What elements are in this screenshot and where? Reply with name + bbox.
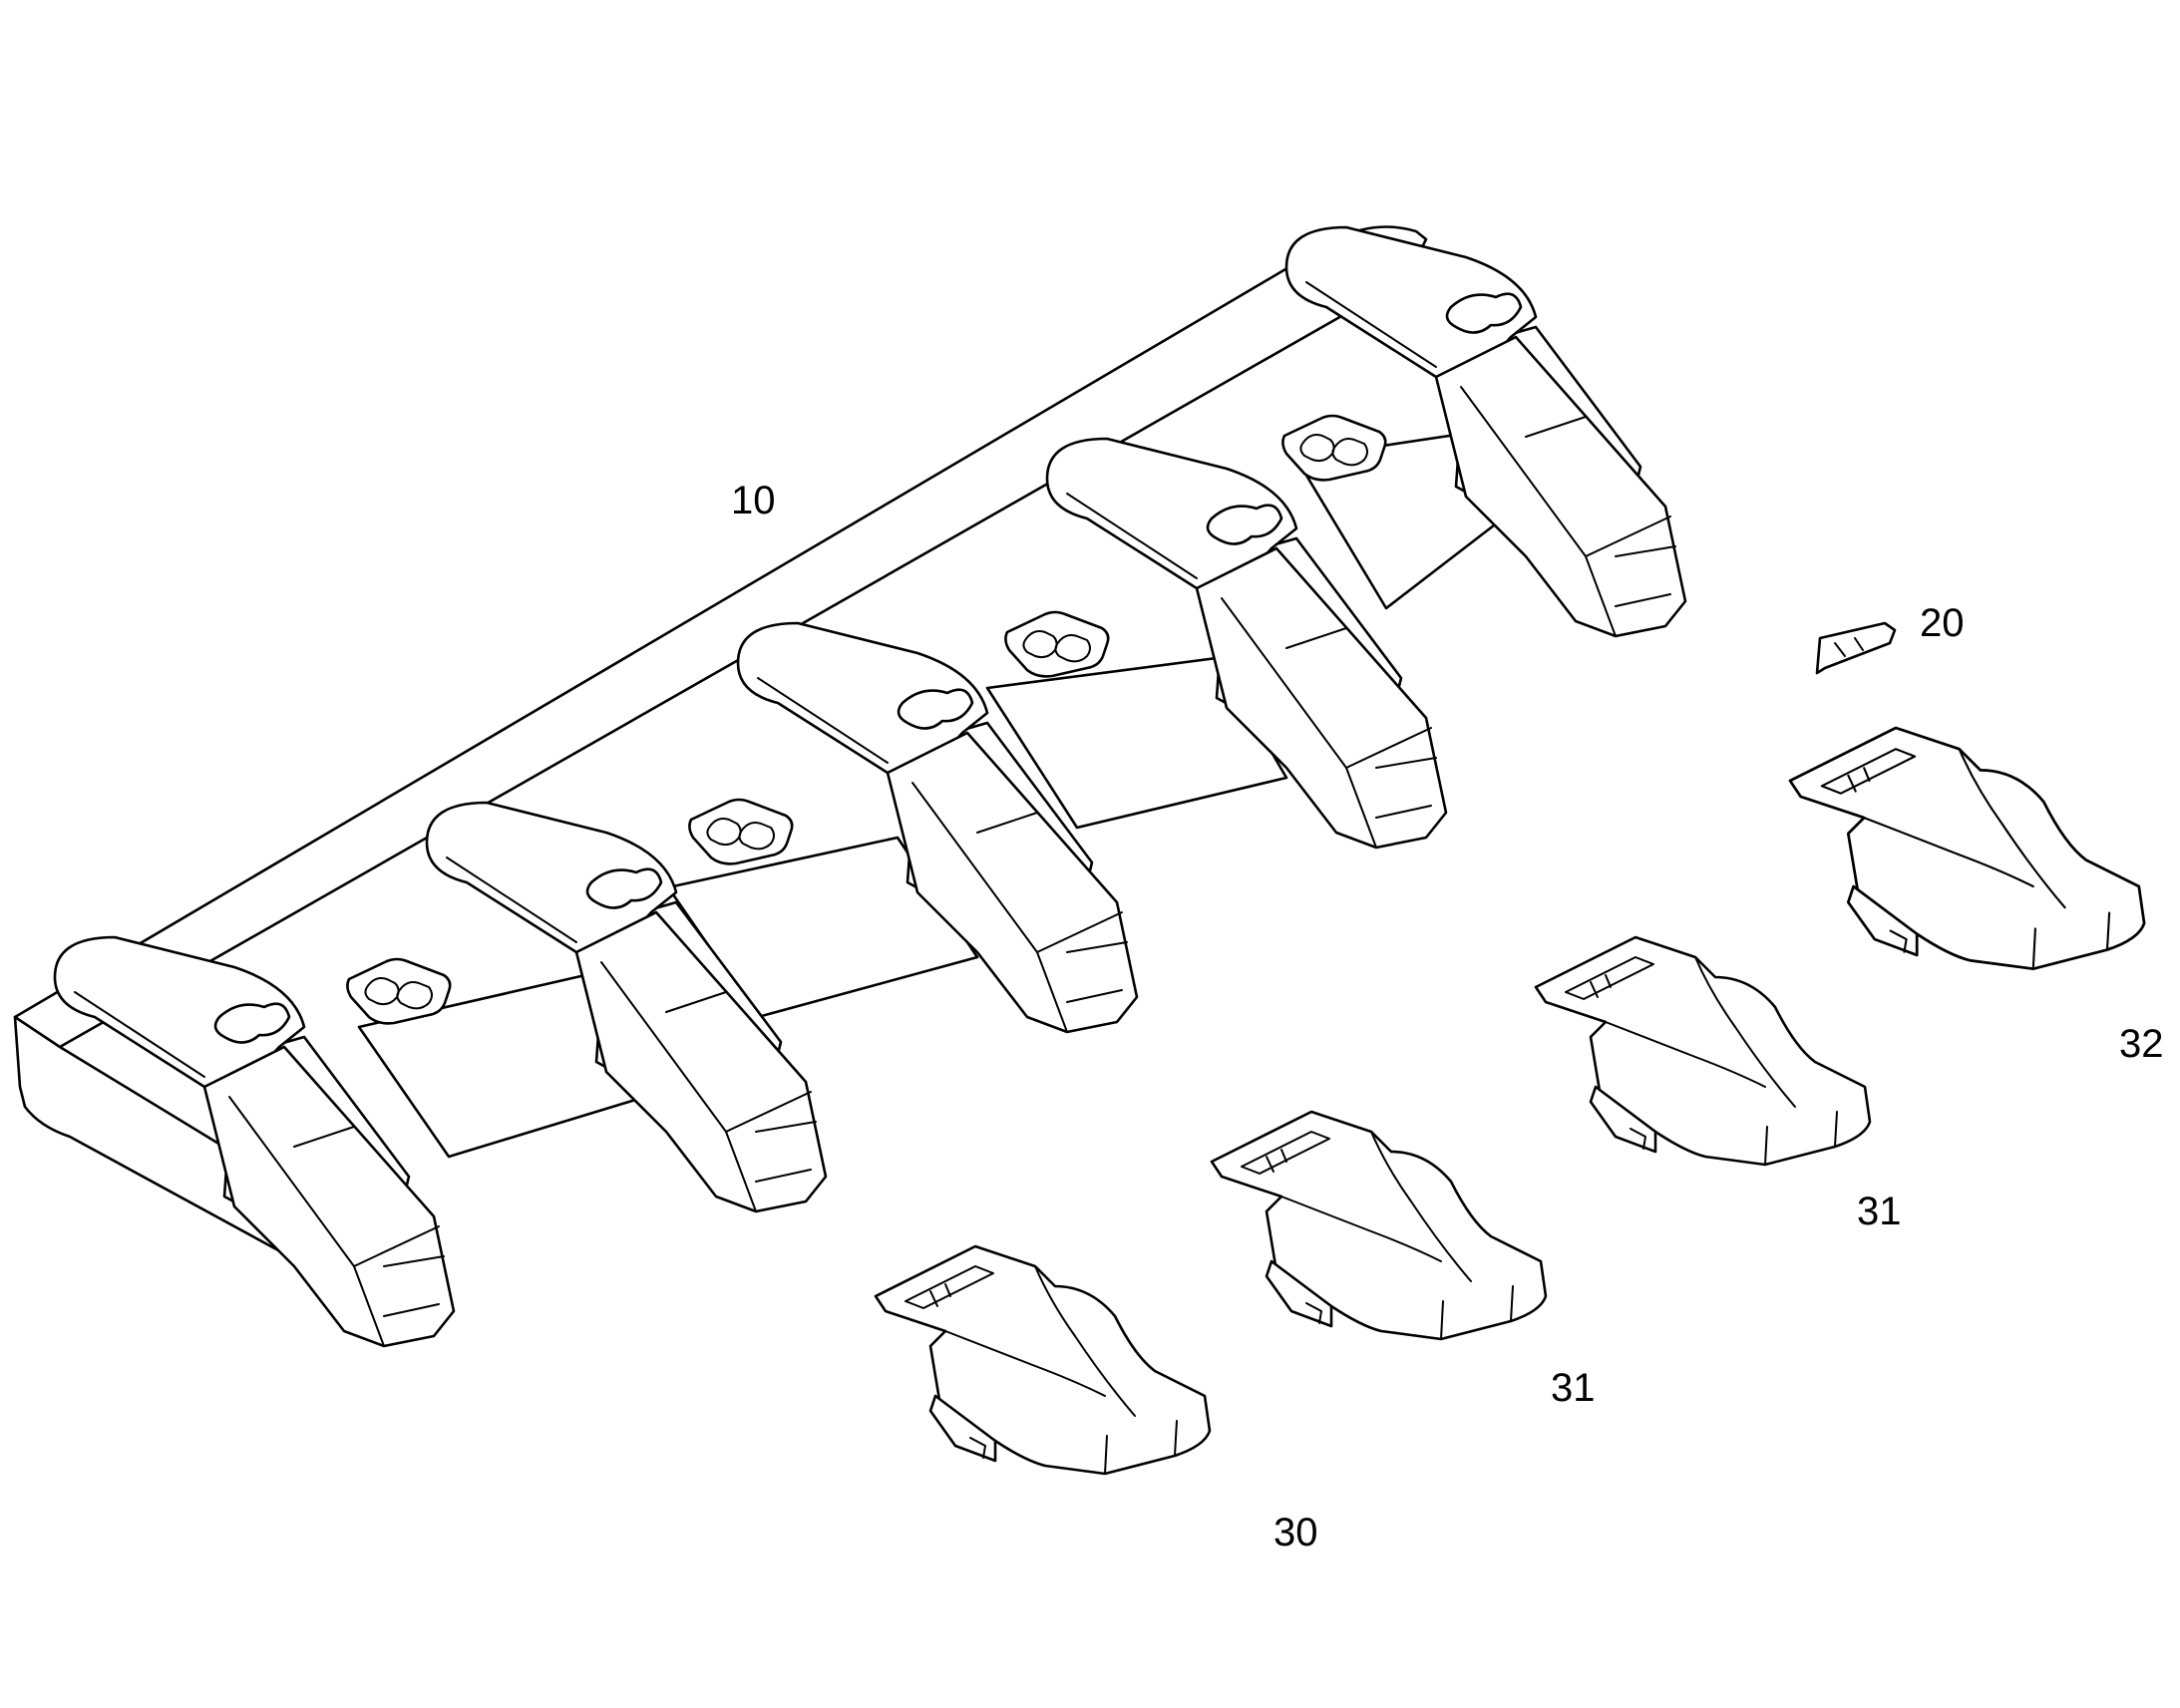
shroud-4: [1281, 414, 1387, 482]
tooth-part-31-a: [1210, 1110, 1548, 1341]
retainer-pin-20: [1815, 621, 1897, 675]
shroud-2: [688, 798, 794, 865]
tooth-part-31-b: [1534, 935, 1872, 1167]
callout-10: 10: [731, 479, 776, 522]
callout-32: 32: [2119, 1022, 2164, 1066]
callout-30: 30: [1273, 1511, 1318, 1554]
shroud-1: [346, 957, 452, 1025]
shroud-3: [1004, 610, 1110, 678]
tooth-part-32: [1788, 726, 2146, 971]
callout-20: 20: [1920, 601, 1965, 645]
callout-31a: 31: [1551, 1366, 1596, 1410]
tooth-part-30: [874, 1244, 1212, 1476]
callout-31b: 31: [1857, 1190, 1902, 1233]
